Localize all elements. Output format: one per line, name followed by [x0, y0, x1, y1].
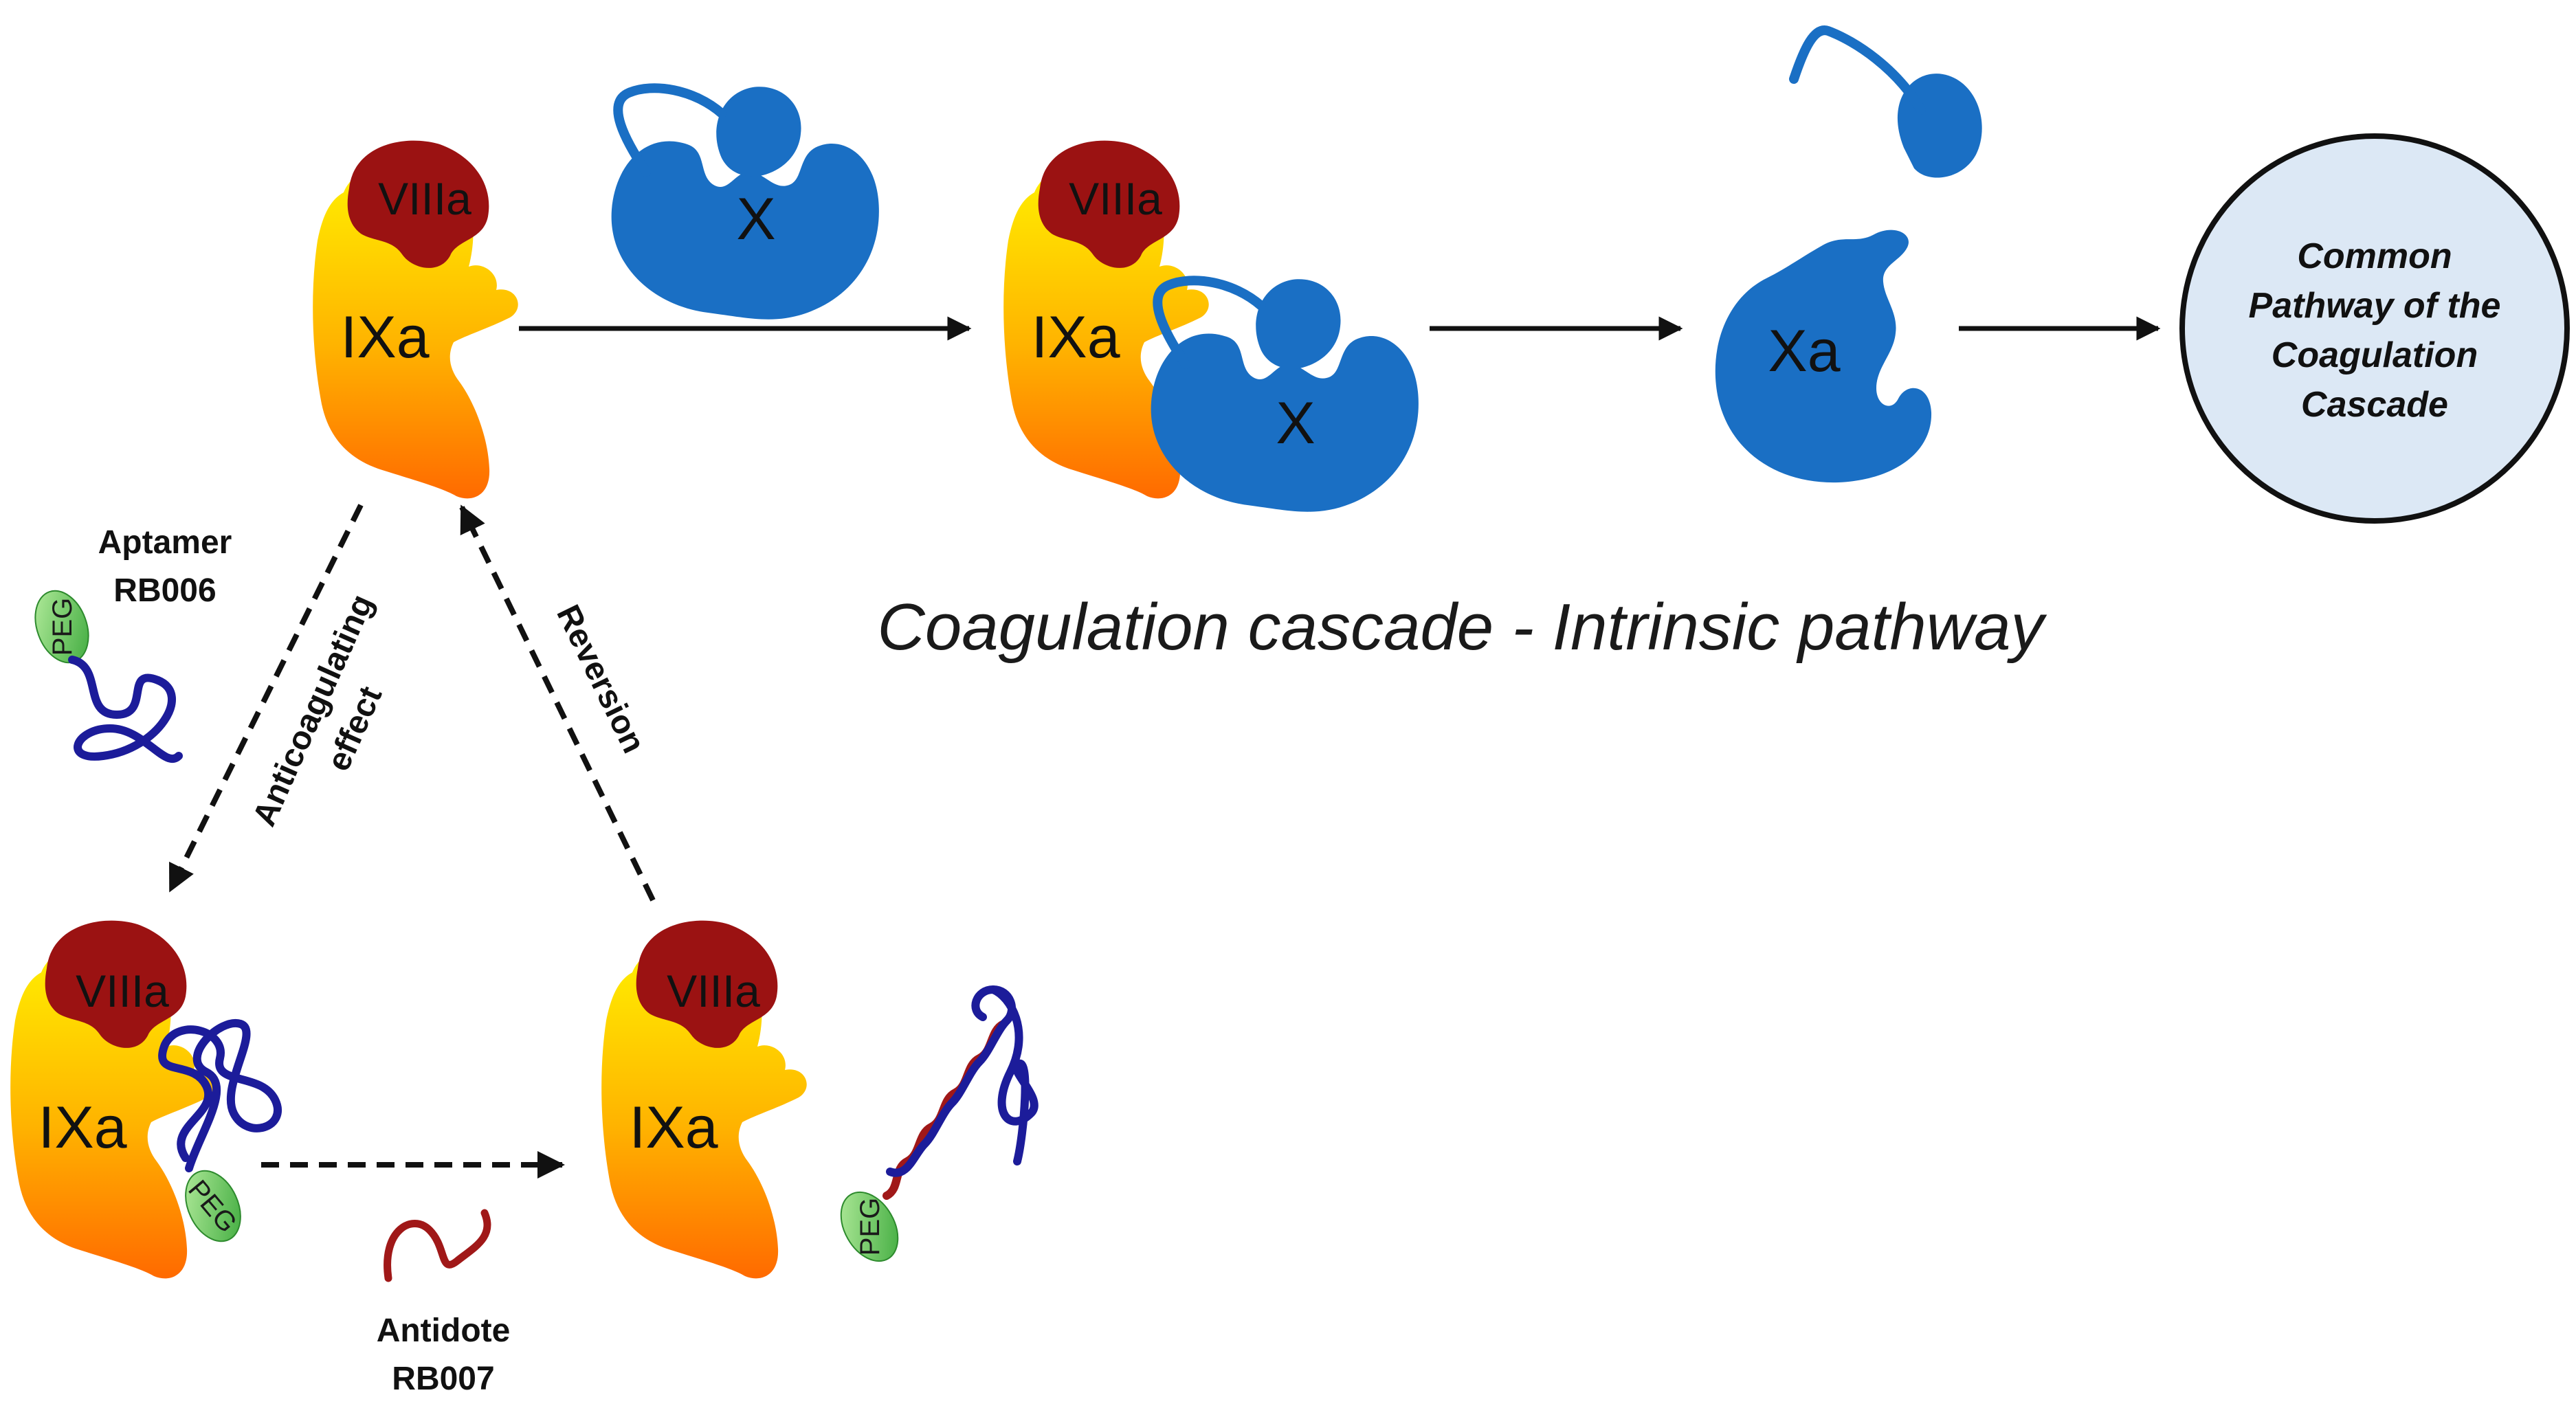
factor-xa-label: Xa: [1768, 318, 1840, 384]
viiia-label-inhibited: VIIIa: [76, 966, 169, 1016]
aptamer-strand: [68, 656, 183, 763]
viiia-label-restored: VIIIa: [667, 966, 760, 1016]
factor-x-label-free: X: [736, 186, 775, 252]
reversion-label: Reversion: [549, 599, 652, 759]
ixa-label-top: IXa: [340, 304, 429, 370]
common-pathway-circle: [2179, 133, 2570, 524]
aptamer-peg: PEG: [25, 582, 99, 671]
common-pathway-line-2: Pathway of the: [2249, 286, 2501, 326]
antidote-label-line-1: Antidote: [377, 1313, 511, 1349]
aptamer-peg-label: PEG: [47, 598, 78, 656]
aptamer-bound-strand: [158, 1018, 282, 1172]
viiia-label-bound: VIIIa: [1069, 173, 1162, 224]
factor-x-label-bound: X: [1276, 390, 1315, 456]
anticoagulating-label: Anticoagulating effect: [246, 589, 390, 832]
svg-text:Reversion: Reversion: [549, 599, 652, 759]
ixa-label-bound: IXa: [1031, 304, 1120, 370]
viiia-label-top: VIIIa: [378, 173, 471, 224]
duplex-peg-label: PEG: [855, 1198, 885, 1256]
ixa-label-restored: IXa: [629, 1095, 718, 1161]
ixa-label-inhibited: IXa: [38, 1095, 126, 1161]
duplex-peg: PEG: [828, 1181, 911, 1272]
aptamer-bound-peg: PEG: [174, 1161, 252, 1251]
duplex-aptamer-strand: [886, 985, 1017, 1177]
aptamer-label-line-1: Aptamer: [98, 524, 232, 561]
arrow-anticoagulating: [168, 504, 364, 893]
common-pathway-line-3: Coagulation: [2272, 335, 2478, 375]
aptamer-antidote-duplex: [882, 985, 1039, 1200]
common-pathway-line-4: Cascade: [2301, 385, 2448, 425]
activation-peptide-tail: [1789, 25, 1926, 115]
antidote-label-line-2: RB007: [392, 1361, 494, 1397]
common-pathway-line-1: Common: [2297, 236, 2452, 276]
arrow-reversion: [459, 504, 656, 902]
diagram-title: Coagulation cascade - Intrinsic pathway: [878, 590, 2047, 664]
antidote-strand: [384, 1209, 491, 1282]
duplex-aptamer-tail: [989, 985, 1039, 1165]
aptamer-label-line-2: RB006: [113, 572, 216, 609]
